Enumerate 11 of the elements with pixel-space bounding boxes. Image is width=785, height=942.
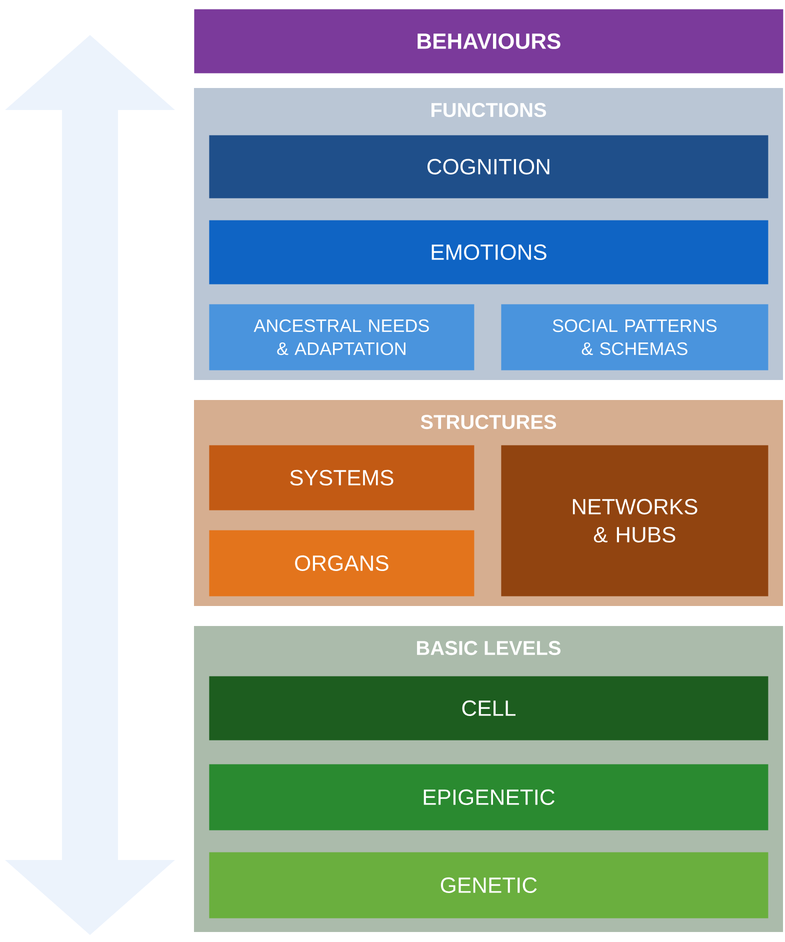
level-box: BEHAVIOURS bbox=[194, 9, 784, 74]
level-box: SOCIAL PATTERNS & SCHEMAS bbox=[501, 304, 768, 370]
level-box: SYSTEMS bbox=[209, 445, 474, 510]
level-box: ANCESTRAL NEEDS & ADAPTATION bbox=[209, 304, 474, 370]
level-box: EMOTIONS bbox=[209, 220, 768, 284]
level-box: COGNITION bbox=[209, 135, 768, 198]
level-box: NETWORKS & HUBS bbox=[501, 445, 768, 596]
level-box: EPIGENETIC bbox=[209, 764, 768, 830]
level-box: CELL bbox=[209, 676, 768, 740]
level-box: GENETIC bbox=[209, 852, 768, 918]
level-box: ORGANS bbox=[209, 530, 474, 596]
